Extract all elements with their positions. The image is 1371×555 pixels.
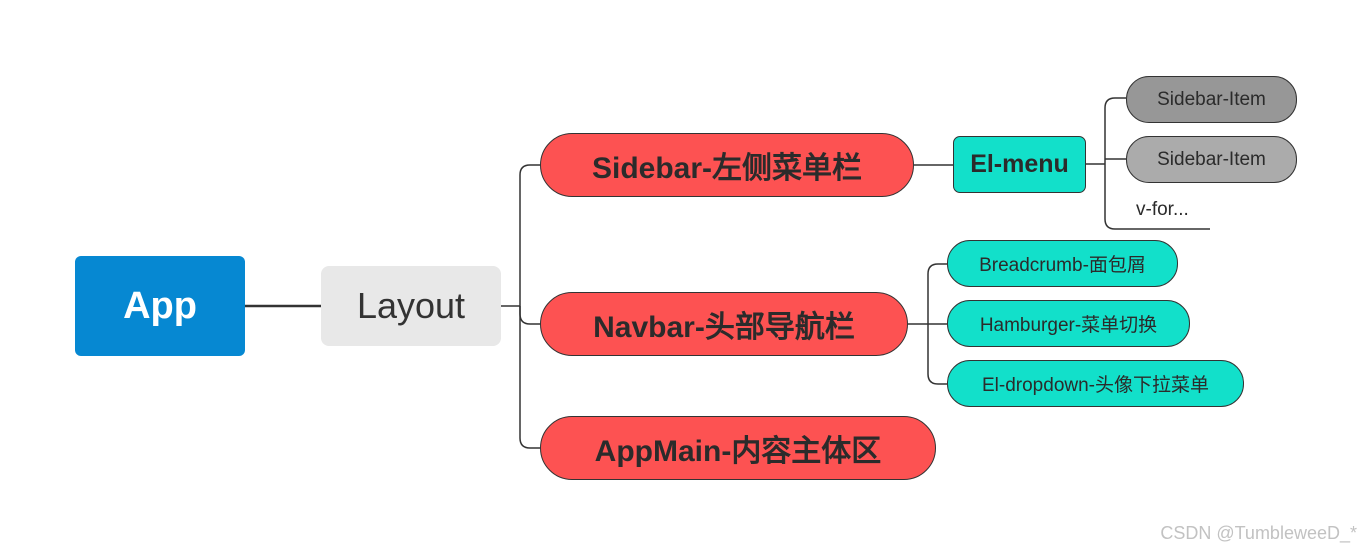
node-el-dropdown: El-dropdown-头像下拉菜单 (947, 360, 1244, 407)
node-navbar: Navbar-头部导航栏 (540, 292, 908, 356)
node-sidebar: Sidebar-左侧菜单栏 (540, 133, 914, 197)
node-app-label: App (123, 284, 197, 327)
node-sidebar-label: Sidebar-左侧菜单栏 (591, 152, 863, 185)
connector-navbar-breadcrumb (927, 263, 947, 324)
node-app: App (75, 256, 245, 356)
node-appmain: AppMain-内容主体区 (540, 416, 936, 480)
node-el-menu: El-menu (953, 136, 1086, 193)
connector-navbar-dropdown (927, 324, 947, 385)
connector-menu-item-1 (1104, 97, 1126, 164)
node-layout-label: Layout (356, 285, 466, 326)
node-loop-note: v-for... (1136, 199, 1189, 220)
connector-layout-navbar (519, 306, 540, 325)
connector-layout-appmain (519, 306, 540, 449)
node-breadcrumb-label: Breadcrumb-面包屑 (979, 255, 1146, 276)
node-hamburger: Hamburger-菜单切换 (947, 300, 1190, 347)
node-sidebar-item-2: Sidebar-Item (1126, 136, 1297, 183)
connector-layout-sidebar (519, 164, 540, 306)
node-sidebar-item-1-label: Sidebar-Item (1157, 88, 1266, 110)
node-appmain-label: AppMain-内容主体区 (594, 435, 882, 468)
node-sidebar-item-1: Sidebar-Item (1126, 76, 1297, 123)
node-hamburger-label: Hamburger-菜单切换 (979, 315, 1158, 336)
watermark: CSDN @TumbleweeD_* (1160, 523, 1357, 543)
node-el-menu-label: El-menu (970, 150, 1069, 178)
node-el-dropdown-label: El-dropdown-头像下拉菜单 (982, 375, 1209, 396)
node-navbar-label: Navbar-头部导航栏 (593, 311, 855, 344)
node-layout: Layout (321, 266, 501, 346)
node-breadcrumb: Breadcrumb-面包屑 (947, 240, 1178, 287)
node-sidebar-item-2-label: Sidebar-Item (1157, 148, 1266, 170)
